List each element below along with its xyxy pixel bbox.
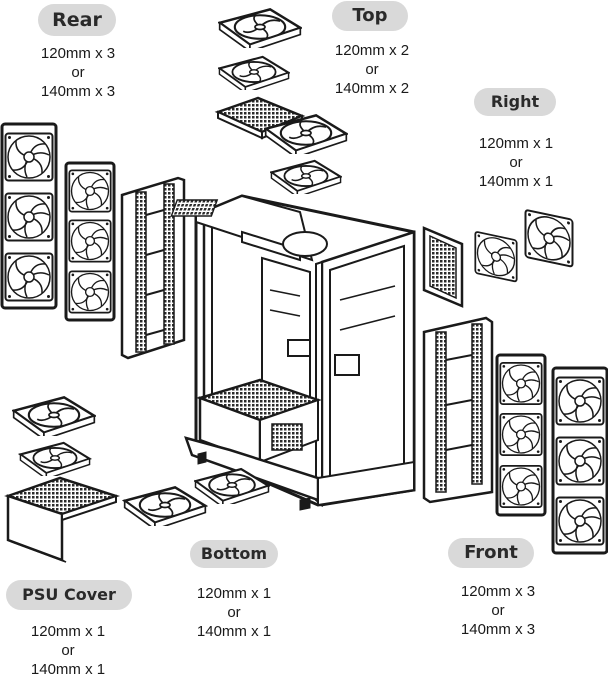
front-bracket <box>422 316 494 504</box>
right-side-parts <box>422 208 574 308</box>
psu-shroud-in-case <box>196 378 322 464</box>
front-fan-stack-140 <box>551 366 608 555</box>
pc-case <box>170 194 416 511</box>
bottom-fans <box>123 467 270 526</box>
top-fans <box>214 8 348 194</box>
psu-cover-label: PSU Cover <box>6 580 132 610</box>
right-filter <box>422 226 464 308</box>
rear-fan-stack-140 <box>0 122 58 310</box>
rear-label: Rear <box>38 4 116 36</box>
top-label: Top <box>332 1 408 31</box>
front-fan-stack-120 <box>495 353 547 517</box>
right-label: Right <box>474 88 556 116</box>
rear-fan-stack-120 <box>64 161 116 322</box>
rear-bracket <box>120 176 186 360</box>
bottom-label: Bottom <box>190 540 278 568</box>
psu-cover-parts <box>4 396 121 563</box>
front-label: Front <box>448 538 534 568</box>
psu-cover-panel <box>4 476 121 563</box>
